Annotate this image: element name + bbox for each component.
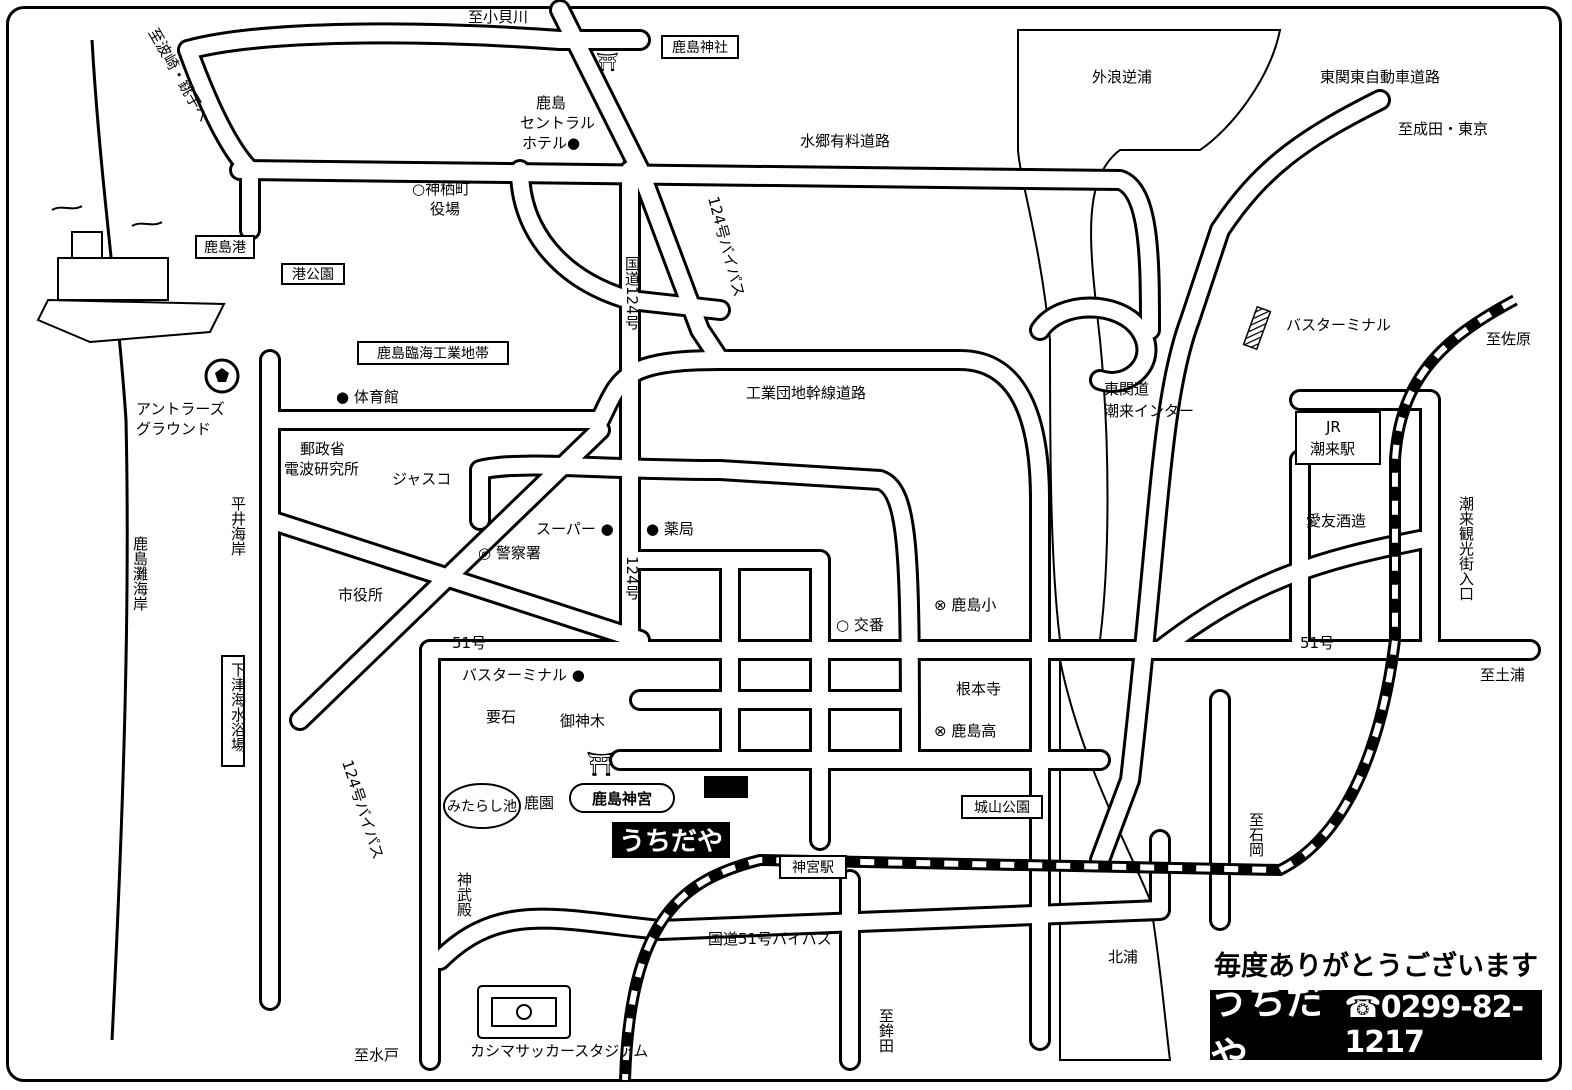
place-antlers-1: アントラーズ <box>136 400 225 418</box>
store-label: うちだや <box>619 827 723 857</box>
road-51-bypass: 国道51号バイパス <box>708 930 832 948</box>
place-pharmacy: ● 薬局 <box>646 520 694 538</box>
dir-tsuchiura: 至土浦 <box>1480 666 1525 684</box>
water-kashimanada: 鹿島灘海岸 <box>131 536 149 611</box>
place-city-hall: 市役所 <box>338 586 383 604</box>
shimotsu-box <box>221 655 245 767</box>
water-sotonasakaura: 外浪逆浦 <box>1092 68 1152 86</box>
industrial-box <box>357 341 509 365</box>
place-kaname: 要石 <box>486 708 516 726</box>
road-itako-tourist: 潮来観光街入口 <box>1457 496 1475 601</box>
road-51-west: 51号 <box>452 634 486 652</box>
jr-itako-box <box>1295 411 1381 465</box>
place-aiyu: 愛友酒造 <box>1306 512 1366 530</box>
map-frame <box>6 6 1562 1082</box>
place-port-park: 港公園 <box>292 267 334 283</box>
shrine-north-label: 鹿島神社 <box>672 39 728 56</box>
contact-phone[interactable]: ☎0299-82-1217 <box>1344 990 1524 1060</box>
place-deer-park: 鹿園 <box>524 794 554 812</box>
road-bypass124-north: 124号バイパス <box>704 194 748 298</box>
place-central-hotel-1: 鹿島 <box>536 94 566 112</box>
mitarashi-box <box>443 783 521 829</box>
place-kamisu-2: 役場 <box>430 200 460 218</box>
place-antlers-2: グラウンド <box>136 420 211 438</box>
road-itako-ic-1: 東関道 <box>1104 380 1149 398</box>
coastline <box>90 39 129 1041</box>
place-radio-1: 郵政省 <box>300 440 345 458</box>
stadium-illustration <box>477 985 571 1039</box>
dir-ishioka: 至石岡 <box>1247 812 1265 858</box>
road-itako-ic-2: 潮来インター <box>1104 402 1194 420</box>
port-box <box>195 235 255 259</box>
place-bus-itako: バスターミナル <box>1286 316 1391 334</box>
place-central-hotel-2: セントラル <box>520 114 595 132</box>
place-jingu-station: 神宮駅 <box>792 860 834 876</box>
place-kamisu-1: ○神栖町 <box>412 180 470 198</box>
water-hirai: 平井海岸 <box>229 496 247 556</box>
store-marker <box>704 776 748 798</box>
place-kashima-high: ⊗ 鹿島高 <box>934 722 996 740</box>
dir-narita: 至成田・東京 <box>1398 120 1488 138</box>
water-shimotsu: 下津海水浴場 <box>229 662 247 752</box>
place-super: スーパー ● <box>536 520 614 538</box>
contact-name: うちだや <box>1210 979 1325 1078</box>
road-51-east: 51号 <box>1300 634 1334 652</box>
road-network <box>177 0 1541 1071</box>
thanks-message: 毎度ありがとうございます <box>1214 951 1538 982</box>
place-kashima-port: 鹿島港 <box>204 239 246 256</box>
store-label-box <box>612 822 730 858</box>
road-route124-south: 124号 <box>623 556 641 601</box>
place-stadium: カシマサッカースタジアム <box>470 1042 648 1060</box>
place-kashima-elem: ⊗ 鹿島小 <box>934 596 996 614</box>
place-goshinboku: 御神木 <box>560 712 605 730</box>
jingu-station-box <box>779 855 847 879</box>
torii-icon: ⛩ <box>586 750 616 778</box>
dir-mito: 至水戸 <box>354 1046 399 1064</box>
road-suigo: 水郷有料道路 <box>800 132 890 150</box>
place-gym: ● 体育館 <box>336 388 399 406</box>
ship-illustration <box>36 205 226 344</box>
shrine-label-box <box>569 783 675 813</box>
jr-railway <box>619 294 1518 1081</box>
soccer-ball-icon <box>204 358 240 394</box>
port-park-box <box>281 263 345 285</box>
dir-sawara: 至佐原 <box>1486 330 1531 348</box>
place-shiroyama: 城山公園 <box>974 800 1030 816</box>
water-kitaura: 北浦 <box>1108 948 1138 966</box>
place-jusco: ジャスコ <box>392 470 451 488</box>
bus-terminal-itako-mark <box>1242 305 1272 351</box>
road-higashikanto: 東関東自動車道路 <box>1320 68 1440 86</box>
road-industrial: 工業団地幹線道路 <box>746 384 866 402</box>
torii-north-icon: ⛩ <box>596 52 619 73</box>
place-bus-kashima: バスターミナル ● <box>462 666 585 684</box>
place-kongo: 根本寺 <box>956 680 1001 698</box>
place-jinmu: 神武殿 <box>455 872 473 917</box>
place-radio-2: 電波研究所 <box>284 460 359 478</box>
place-mitarashi: みたらし池 <box>447 799 517 815</box>
shiroyama-box <box>961 795 1043 819</box>
place-police: ◎ 警察署 <box>478 544 541 562</box>
place-jr-itako-1: JR <box>1325 418 1341 436</box>
road-route124: 国道124号 <box>623 256 641 331</box>
place-central-hotel-3: ホテル● <box>522 134 580 152</box>
place-jr-itako-2: 潮来駅 <box>1310 440 1355 458</box>
place-industrial: 鹿島臨海工業地帯 <box>377 345 489 362</box>
shrine-main-label: 鹿島神宮 <box>592 790 652 808</box>
dir-hokota: 至鉾田 <box>877 1008 895 1053</box>
shrine-north-box <box>661 35 739 59</box>
dir-ogawa: 至小貝川 <box>468 8 528 26</box>
contact-banner: うちだや ☎0299-82-1217 <box>1210 979 1542 1078</box>
road-bypass124-south: 124号バイパス <box>338 758 387 862</box>
place-koban: ○ 交番 <box>836 616 884 634</box>
